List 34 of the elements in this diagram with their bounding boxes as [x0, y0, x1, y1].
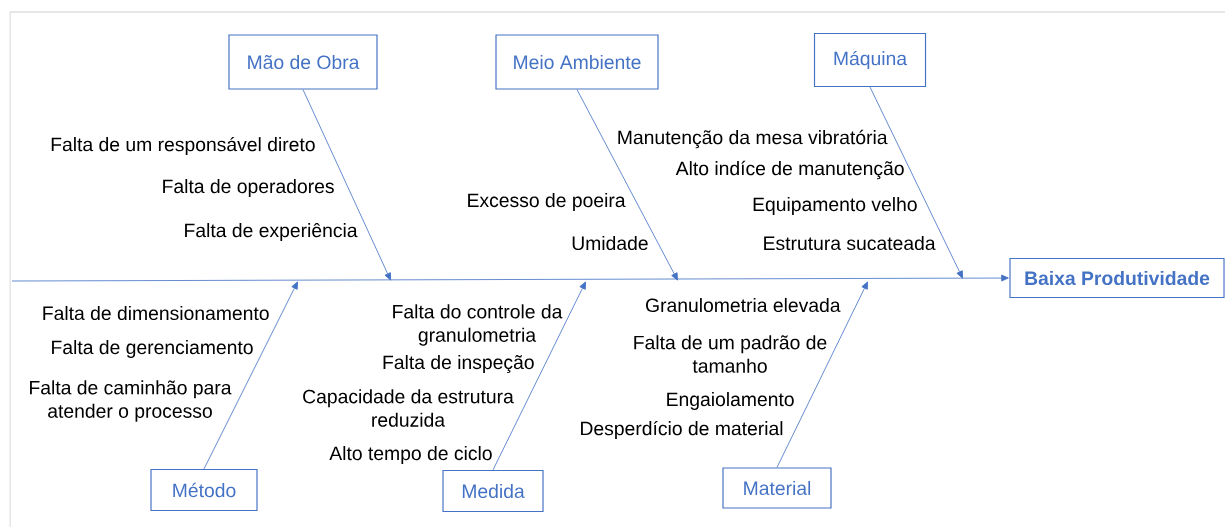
- cause-label: Umidade: [572, 235, 648, 251]
- cause-label: Alto indíce de manutenção: [675, 160, 904, 180]
- cause-label: Engaiolamento: [667, 392, 794, 410]
- cause-label: Falta de gerenciamento: [52, 340, 253, 358]
- cause-label: Falta de inspeção: [383, 354, 534, 374]
- cause-label: Falta de experiência: [185, 222, 358, 242]
- cause-label: Capacidade da estrutura reduzida: [303, 389, 514, 427]
- category-box: Material: [722, 467, 832, 509]
- cause-label: Falta de operadores: [163, 179, 334, 197]
- bone-arrow: [576, 89, 678, 281]
- cause-label: Excesso de poeira: [468, 193, 626, 211]
- cause-label: Equipamento velho: [753, 197, 917, 215]
- bone-arrow: [302, 89, 391, 281]
- cause-label: Falta de dimensionamento: [43, 305, 269, 321]
- cause-label: Estrutura sucateada: [764, 235, 936, 251]
- cause-label: Falta de um responsável direto: [51, 136, 315, 156]
- category-box: Mão de Obra: [228, 34, 378, 90]
- cause-label: Falta do controle da granulometria: [393, 304, 563, 346]
- cause-label: Falta de um padrão de tamanho: [634, 335, 827, 373]
- spine-arrow: [11, 274, 1009, 282]
- cause-label: Falta de caminhão para atender o processo: [30, 380, 232, 422]
- bone-arrow: [203, 281, 298, 470]
- cause-label: Desperdício de material: [581, 420, 783, 440]
- category-box: Medida: [442, 469, 544, 513]
- category-box: Meio Ambiente: [495, 34, 659, 90]
- bone-arrow: [492, 281, 586, 471]
- bone-arrow: [869, 86, 963, 279]
- category-box: Máquina: [813, 32, 927, 88]
- cause-label: Alto tempo de ciclo: [329, 446, 492, 464]
- cause-label: Manutenção da mesa vibratória: [618, 129, 888, 149]
- bone-arrow: [776, 281, 868, 468]
- effect-box: Baixa Produtividade: [1009, 257, 1225, 299]
- category-box: Método: [150, 468, 258, 512]
- cause-label: Granulometria elevada: [646, 297, 841, 313]
